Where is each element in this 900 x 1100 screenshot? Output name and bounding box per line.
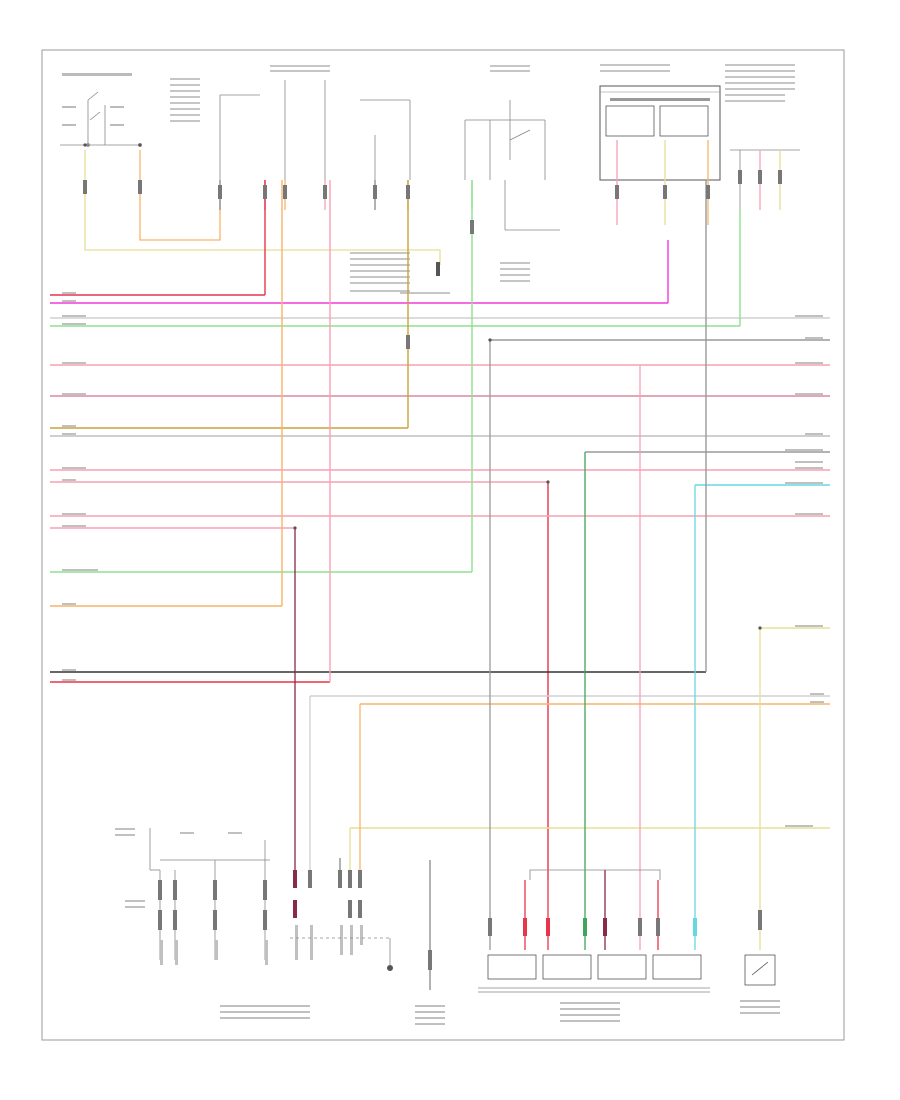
right-top-module bbox=[599, 85, 721, 181]
fuel-injector-block bbox=[478, 869, 710, 1022]
connector-pin-markers bbox=[83, 170, 782, 349]
bottom-sensor-label bbox=[415, 1005, 445, 1025]
horizontal-bus-wires bbox=[50, 180, 830, 880]
bottom-left-switch-cluster bbox=[149, 828, 270, 960]
top-connector-pins bbox=[219, 140, 781, 225]
bottom-right-switch bbox=[740, 954, 780, 1014]
wire-end-labels bbox=[62, 292, 824, 827]
diagram-border bbox=[41, 49, 845, 1041]
bottom-left-labels bbox=[115, 828, 363, 965]
relay-switch bbox=[464, 100, 560, 231]
engine-control-module bbox=[220, 937, 393, 1019]
top-left-switch bbox=[60, 91, 142, 147]
top-left-switch-label-lines bbox=[62, 73, 132, 126]
top-loop-wires bbox=[84, 150, 441, 265]
fuse-block-top bbox=[219, 80, 411, 180]
vertical-drop-wires bbox=[294, 340, 761, 990]
component-label-blocks bbox=[170, 64, 795, 294]
bottom-left-pin-markers bbox=[158, 870, 762, 970]
fuel-injector-pins bbox=[488, 918, 697, 936]
splice-dots bbox=[83, 143, 762, 630]
